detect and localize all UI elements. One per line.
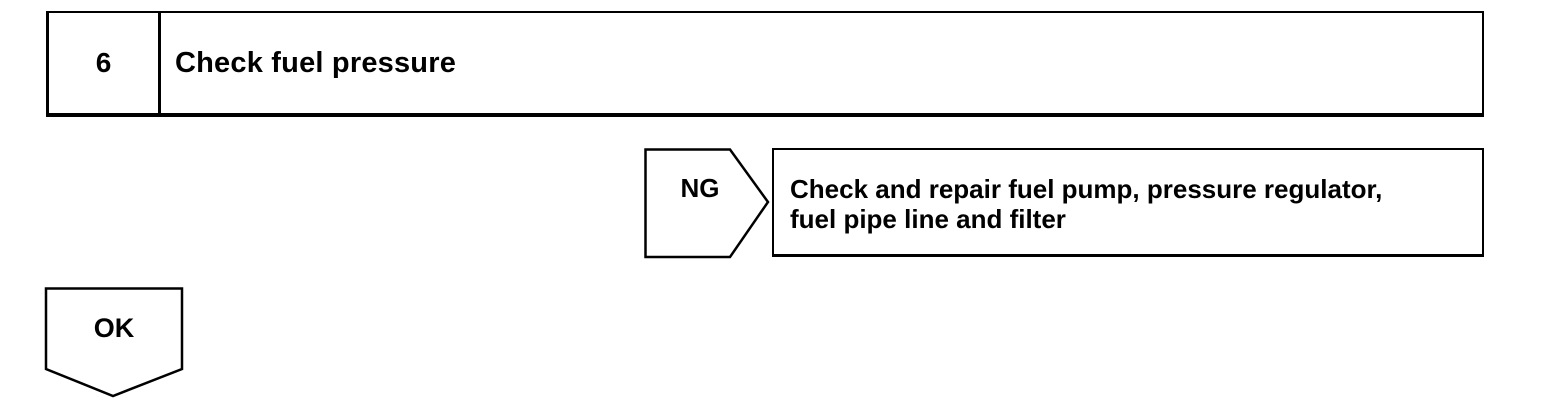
ok-label: OK [93, 312, 135, 343]
ng-action-line: fuel pipe line and filter [790, 204, 1066, 234]
ng-action-line: Check and repair fuel pump, pressure reg… [790, 174, 1383, 204]
ng-action-box: Check and repair fuel pump, pressure reg… [772, 148, 1484, 257]
ok-arrow-shape [44, 287, 184, 398]
step-box: 6 Check fuel pressure [46, 11, 1484, 117]
ng-label: NG [680, 172, 720, 203]
step-title: Check fuel pressure [175, 46, 457, 79]
ng-arrow-shape [644, 148, 770, 259]
step-number: 6 [49, 13, 161, 113]
